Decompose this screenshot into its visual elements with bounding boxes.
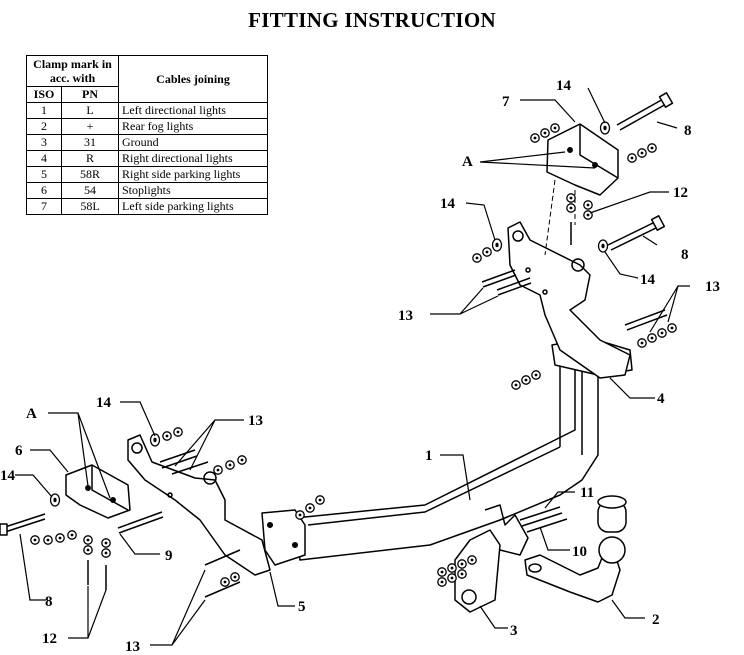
- callout-6: 6: [15, 443, 23, 459]
- legend-header-row: Clamp mark in acc. with Cables joining: [26, 55, 268, 103]
- callout-13: 13: [248, 413, 263, 429]
- socket-plate-part-3: [454, 504, 529, 613]
- callout-14: 14: [96, 395, 112, 411]
- callout-4: 4: [657, 391, 665, 407]
- legend-desc: Stoplights: [118, 182, 268, 199]
- bolts-12: [87, 222, 572, 590]
- callout-14: 14: [440, 196, 456, 212]
- callout-5: 5: [298, 599, 306, 615]
- legend-desc: Right side parking lights: [118, 166, 268, 183]
- top-clamp-part-7: [544, 123, 619, 256]
- callout-13: 13: [125, 639, 140, 655]
- callout-a: A: [462, 154, 473, 170]
- bolt-13-bottom: [204, 549, 241, 598]
- bolt-8-top: [616, 92, 674, 131]
- bolt-9: [117, 511, 164, 534]
- callout-14: 14: [640, 272, 656, 288]
- cables-joining-header: Cables joining: [118, 55, 268, 103]
- legend-desc: Right directional lights: [118, 150, 268, 167]
- callout-8: 8: [45, 594, 53, 610]
- bolt-8-mid: [607, 215, 666, 251]
- callout-8: 8: [684, 123, 692, 139]
- callout-3: 3: [510, 623, 518, 639]
- callout-1: 1: [425, 448, 433, 464]
- callout-11: 11: [580, 485, 594, 501]
- clamp-mark-header: Clamp mark in acc. with: [26, 55, 119, 87]
- callout-12: 12: [42, 631, 57, 647]
- left-clamp-part-6: [65, 464, 131, 519]
- callout-13: 13: [398, 308, 413, 324]
- callout-a: A: [26, 406, 37, 422]
- legend-pn: 31: [61, 134, 119, 151]
- bolt-13-right: [624, 309, 668, 331]
- right-side-bracket: [507, 221, 631, 379]
- bolt-13-left: [159, 449, 209, 475]
- tow-ball-part-2: [524, 495, 627, 603]
- leader-lines: [15, 87, 690, 646]
- callout-14: 14: [0, 468, 16, 484]
- legend-iso: 7: [26, 198, 62, 215]
- callout-2: 2: [652, 612, 660, 628]
- callout-14: 14: [556, 78, 572, 94]
- callout-12: 12: [673, 185, 688, 201]
- page-title: FITTING INSTRUCTION: [248, 8, 496, 32]
- crossbar-part-1: [294, 351, 599, 561]
- legend-desc: Ground: [118, 134, 268, 151]
- bolts-10-11: [519, 506, 568, 533]
- callout-8: 8: [681, 247, 689, 263]
- legend-pn: 58L: [61, 198, 119, 215]
- callout-13: 13: [705, 279, 720, 295]
- pn-header: PN: [61, 86, 119, 103]
- cable-legend-table: Clamp mark in acc. with Cables joining I…: [26, 55, 268, 215]
- legend-desc: Left side parking lights: [118, 198, 268, 215]
- callout-10: 10: [572, 544, 587, 560]
- left-side-bracket: [127, 434, 271, 576]
- bolt-13-mid: [481, 269, 532, 296]
- bolt-8-bottom: [0, 513, 46, 536]
- callout-7: 7: [502, 94, 510, 110]
- legend-pn: 54: [61, 182, 119, 199]
- callout-9: 9: [165, 548, 173, 564]
